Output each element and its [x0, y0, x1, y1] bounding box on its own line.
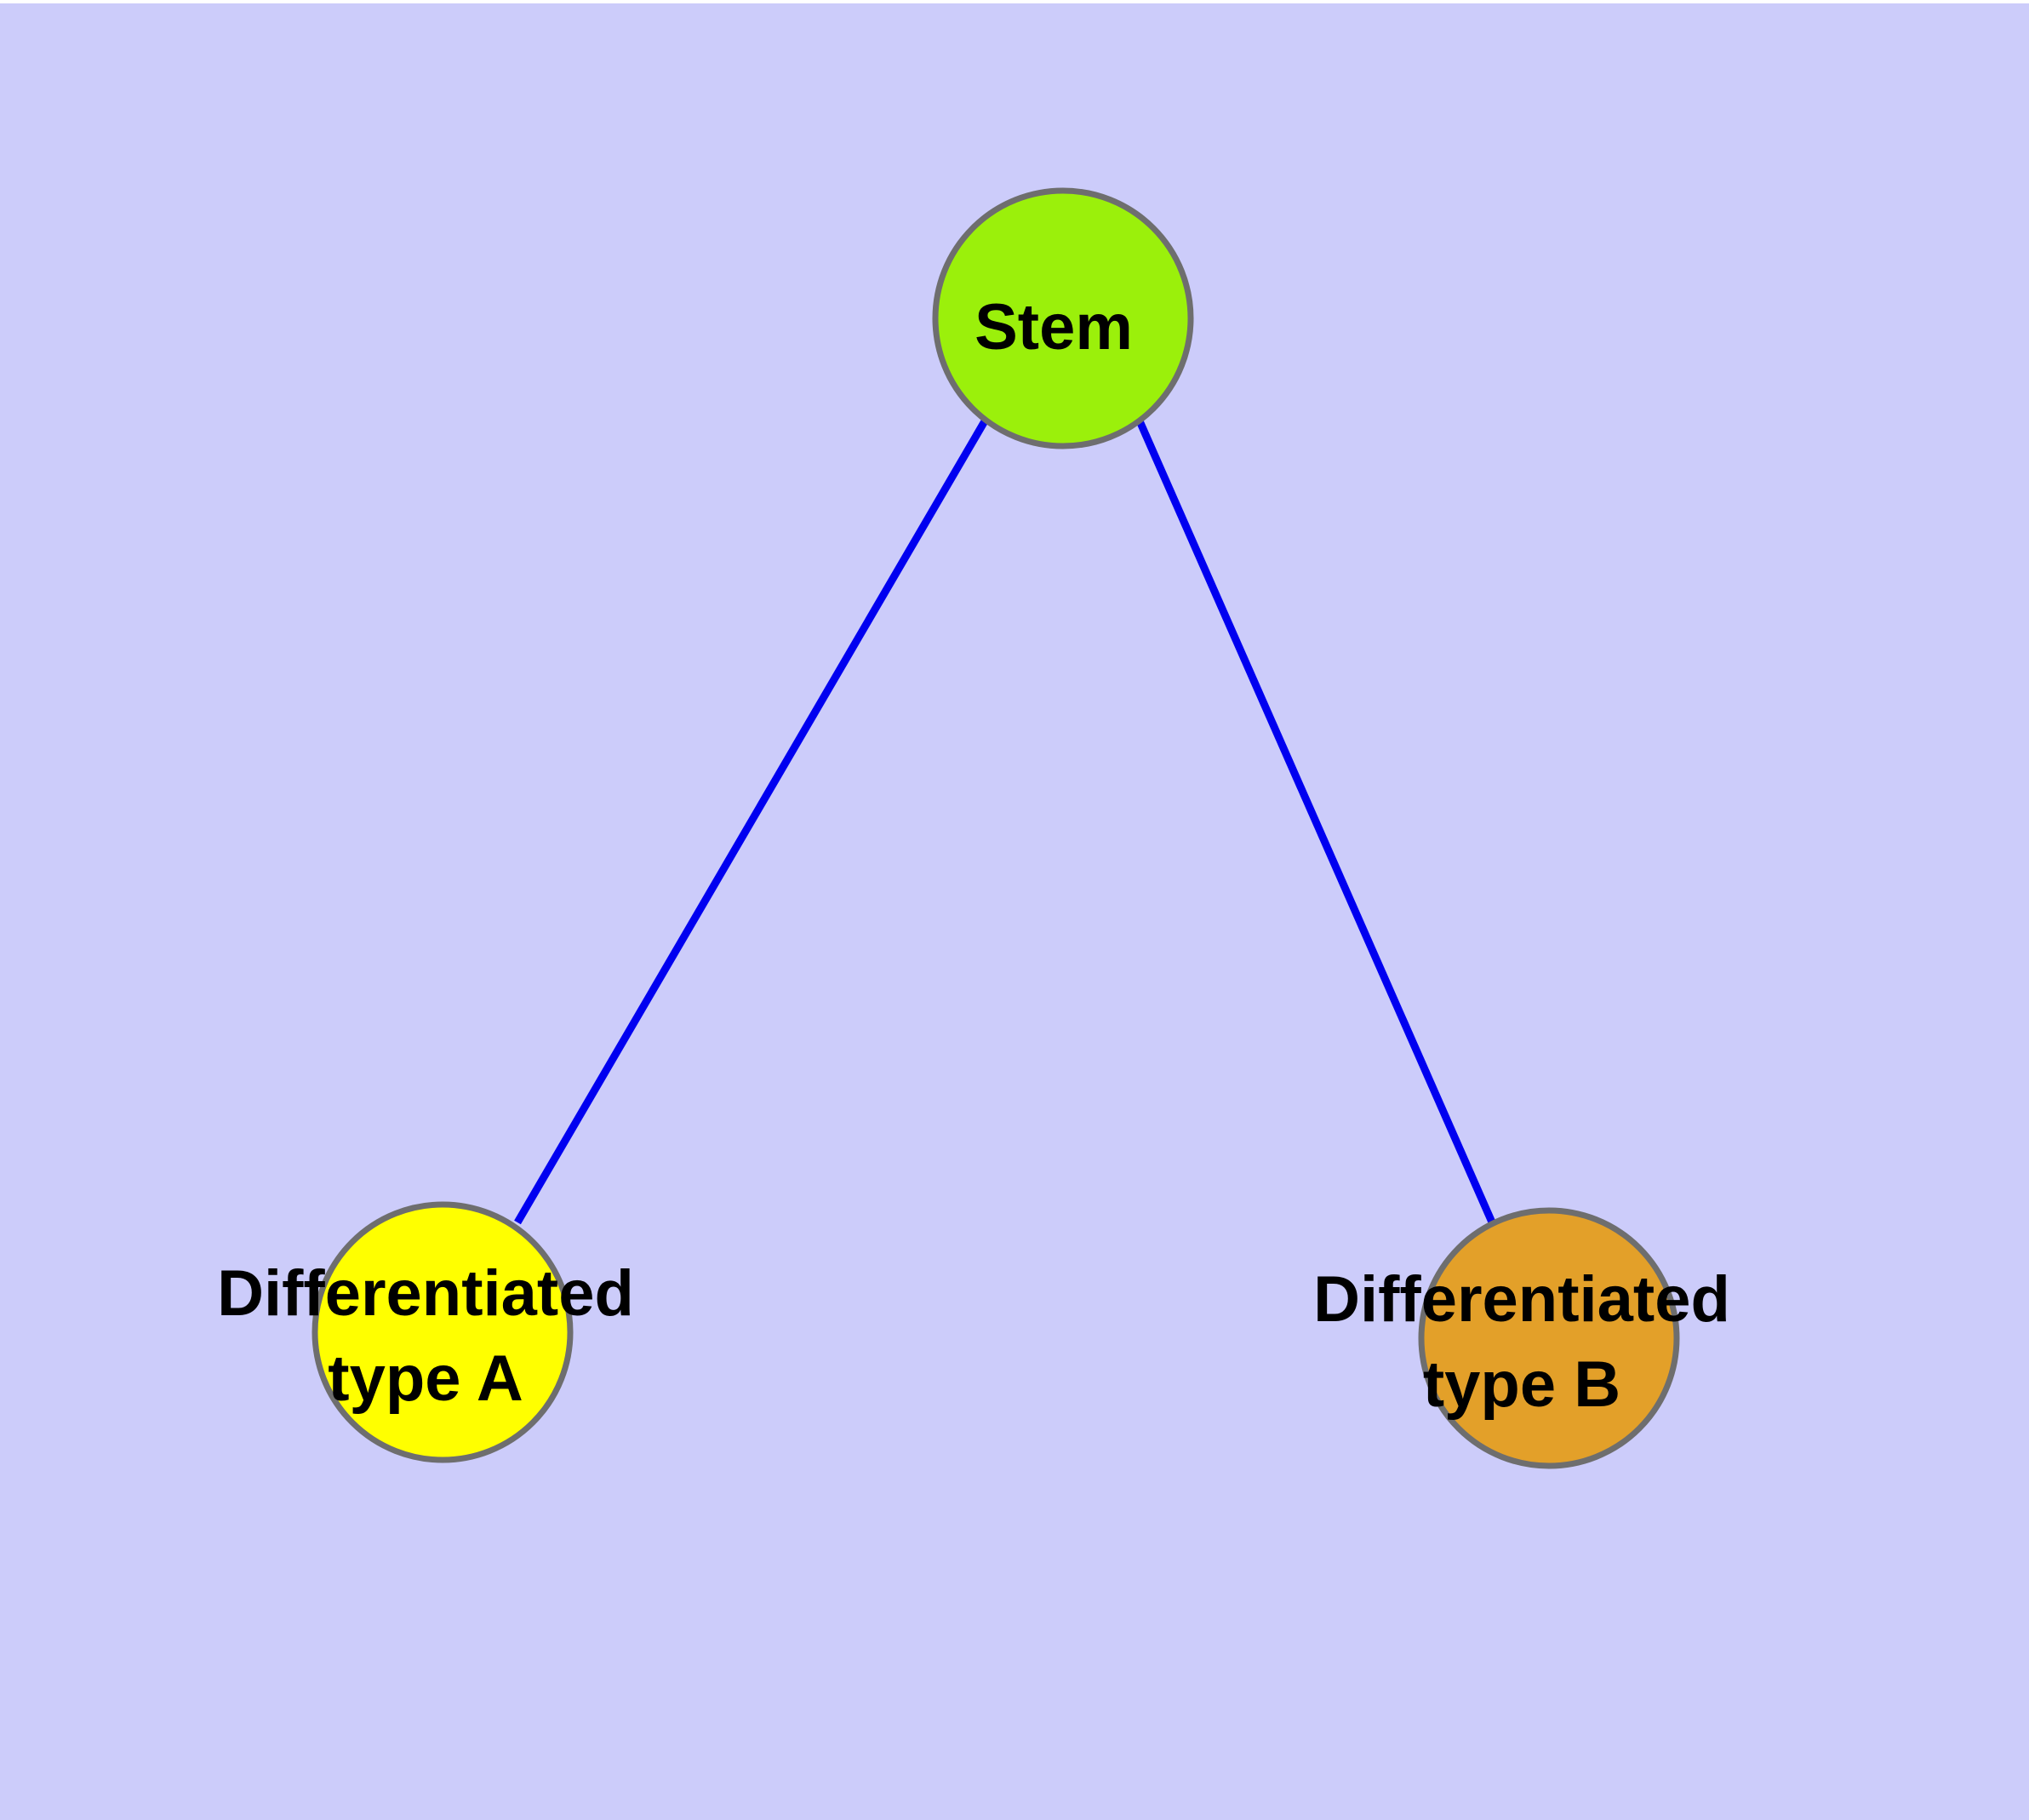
node-differentiated-type-a[interactable]	[311, 1201, 574, 1463]
node-label-differentiated-type-a-line-2: type A	[328, 1342, 523, 1415]
edges-layer	[514, 415, 1497, 1226]
node-stem[interactable]	[932, 187, 1194, 449]
labels-layer: Stem Differentiated type A Differentiate…	[217, 291, 1730, 1421]
nodes-layer	[311, 187, 1680, 1469]
node-differentiated-type-b[interactable]	[1418, 1207, 1680, 1469]
node-label-differentiated-type-b: Differentiated type B	[1313, 1263, 1730, 1421]
edge-stem-to-differentiated-type-a[interactable]	[514, 417, 989, 1225]
node-label-differentiated-type-a: Differentiated type A	[217, 1257, 634, 1415]
node-label-differentiated-type-b-line-2: type B	[1423, 1348, 1620, 1421]
edge-stem-to-differentiated-type-b[interactable]	[1134, 415, 1497, 1226]
node-label-stem: Stem	[974, 291, 1133, 363]
node-label-stem-line-1: Stem	[974, 291, 1133, 363]
node-label-differentiated-type-a-line-1: Differentiated	[217, 1257, 634, 1330]
node-label-differentiated-type-b-line-1: Differentiated	[1313, 1263, 1730, 1336]
